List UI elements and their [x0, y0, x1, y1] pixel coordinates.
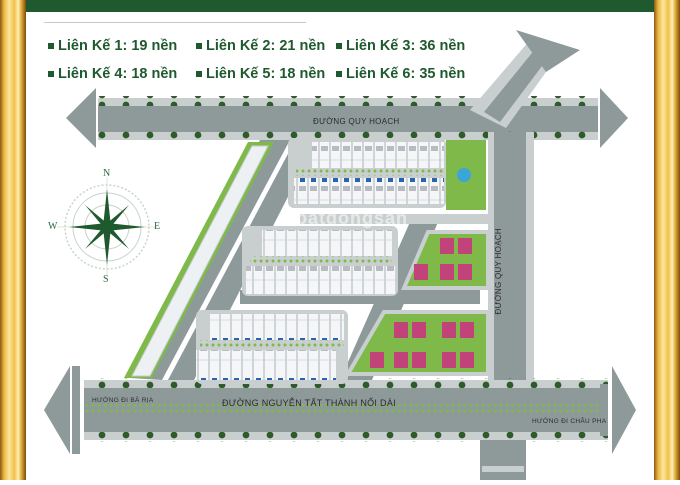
compass-west: W [48, 221, 58, 232]
block-lien-ke-1 [124, 140, 290, 380]
bullet-icon [48, 43, 54, 49]
bullet-icon [196, 71, 202, 77]
compass-east: E [154, 221, 161, 232]
label-direction-chau-pha: HƯỚNG ĐI CHÂU PHA [532, 418, 607, 425]
block-lien-ke-4 [196, 310, 348, 384]
site-plan-map: N S E W ĐƯỜNG QUY HOẠCH ĐƯỜNG QUY HOẠCH … [26, 0, 654, 480]
bullet-icon [196, 43, 202, 49]
legend-item-lk2: Liên Kế 2: 21 nền [196, 38, 336, 54]
watermark: batdongsan [296, 208, 408, 228]
label-road-top: ĐƯỜNG QUY HOẠCH [313, 117, 400, 126]
road-northeast [470, 30, 580, 128]
legend-item-lk4: Liên Kế 4: 18 nền [48, 66, 196, 82]
road-bottom-main [44, 366, 636, 480]
legend-item-lk1: Liên Kế 1: 19 nền [48, 38, 196, 54]
label-road-right: ĐƯỜNG QUY HOẠCH [494, 228, 503, 315]
block-lien-ke-2 [288, 138, 486, 210]
compass-rose [57, 177, 157, 277]
bullet-icon [48, 71, 54, 77]
block-villas [344, 230, 490, 376]
legend-item-lk6: Liên Kế 6: 35 nền [336, 66, 486, 82]
bullet-icon [336, 71, 342, 77]
header-divider [44, 22, 306, 23]
legend-item-lk3: Liên Kế 3: 36 nền [336, 38, 486, 54]
header-band [26, 0, 654, 12]
block-lien-ke-3 [242, 226, 398, 296]
gold-frame-right [654, 0, 680, 480]
gold-frame-left [0, 0, 26, 480]
compass-south: S [103, 274, 109, 285]
compass-north: N [103, 168, 111, 179]
label-direction-ba-ria: HƯỚNG ĐI BÀ RỊA [92, 397, 154, 404]
legend: Liên Kế 1: 19 nền Liên Kế 2: 21 nền Liên… [48, 38, 486, 82]
road-right-vertical [488, 132, 534, 382]
legend-item-lk5: Liên Kế 5: 18 nền [196, 66, 336, 82]
label-road-bottom: ĐƯỜNG NGUYỄN TẤT THÀNH NỐI DÀI [222, 398, 396, 408]
bullet-icon [336, 43, 342, 49]
